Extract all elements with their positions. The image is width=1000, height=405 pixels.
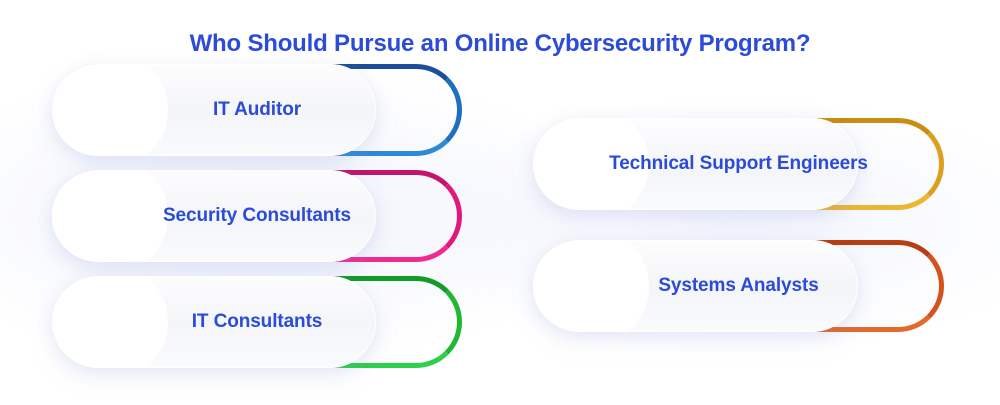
pill-label: Technical Support Engineers	[609, 153, 868, 174]
pill-label: IT Consultants	[191, 311, 323, 332]
role-pill[interactable]: IT Consultants	[52, 276, 462, 368]
page-title: Who Should Pursue an Online Cybersecurit…	[189, 30, 811, 58]
role-pill[interactable]: IT Auditor	[52, 64, 462, 156]
role-pill[interactable]: Security Consultants	[52, 170, 462, 262]
role-pill[interactable]: Technical Support Engineers	[533, 118, 944, 210]
pill-label: Systems Analysts	[658, 275, 819, 296]
role-pill[interactable]: Systems Analysts	[533, 240, 944, 332]
pill-label: Security Consultants	[162, 205, 352, 226]
pill-label: IT Auditor	[213, 99, 301, 120]
